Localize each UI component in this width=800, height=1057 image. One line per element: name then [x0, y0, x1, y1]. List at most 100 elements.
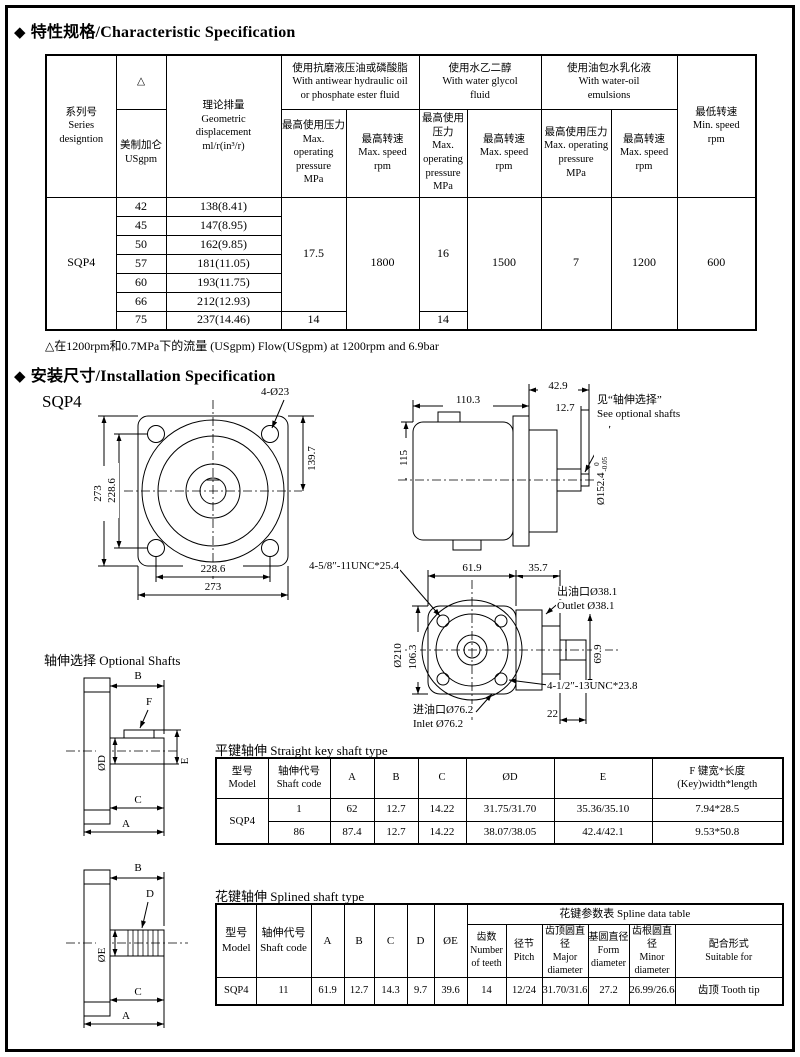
cell: 42.4/42.1 [553, 820, 653, 845]
col-header-series: 系列号 Series designtion [45, 54, 117, 198]
cell-series: SQP4 [45, 196, 117, 331]
cell: 12.7 [343, 976, 375, 1006]
cell-antiwear-pressure-last: 14 [280, 310, 347, 331]
shaft-dim-b: B [126, 670, 150, 683]
cell: 86 [267, 820, 331, 845]
outlet-label-cn: 出油口Ø38.1 [556, 586, 619, 599]
shaft-dim-a: A [116, 818, 136, 831]
model-label: SQP4 [42, 392, 82, 411]
col-header-d: D [406, 903, 435, 978]
col-header-dia-e: ØE [433, 903, 468, 978]
cell-glycol-pressure: 16 [418, 196, 468, 312]
col-header-a: A [310, 903, 345, 978]
cell-usgpm: 50 [115, 234, 167, 255]
cell-displacement: 147(8.95) [165, 215, 282, 236]
group-header-spline-data: 花键参数表 Spline data table [466, 903, 784, 925]
dim-228-6-bottom: 228.6 [183, 563, 243, 576]
col-header-speed: 最高转速 Max. speed rpm [466, 108, 542, 198]
cell: 12.7 [373, 797, 419, 822]
dim-139-7: 139.7 [306, 431, 319, 486]
group-header-antiwear: 使用抗磨液压油或磷酸脂 With antiwear hydraulic oil … [280, 54, 420, 110]
col-header-pressure: 最高使用压力 Max. operating pressure MPa [540, 108, 612, 198]
cell: 62 [329, 797, 375, 822]
section-header-characteristic: ◆特性规格/Characteristic Specification [14, 18, 296, 42]
cell-usgpm: 42 [115, 196, 167, 217]
col-header-shaft-code: 轴伸代号 Shaft code [255, 903, 312, 978]
col-header-usgpm: 美制加仑 USgpm [115, 108, 167, 198]
inlet-label-cn: 进油口Ø76.2 [412, 704, 475, 717]
dim-69-9: 69.9 [592, 634, 605, 674]
pilot-diameter-value: Ø152.4 [595, 472, 608, 506]
cell-glycol-speed: 1500 [466, 196, 542, 331]
cell-antiwear-speed: 1800 [345, 196, 420, 331]
cell: 7.94*28.5 [651, 797, 784, 822]
characteristic-spec-table: 系列号 Series designtion △ 理论排量 Geometric d… [45, 54, 758, 331]
cell: 14 [466, 976, 507, 1006]
cell-min-speed: 600 [676, 196, 757, 331]
col-header-teeth: 齿数 Number of teeth [466, 923, 507, 978]
inlet-label-en: Inlet Ø76.2 [412, 718, 465, 731]
col-header-model: 型号 Model [215, 757, 269, 799]
cell: 87.4 [329, 820, 375, 845]
dim-273-bottom: 273 [183, 581, 243, 594]
cell: 61.9 [310, 976, 345, 1006]
cell: 39.6 [433, 976, 468, 1006]
col-header-c: C [373, 903, 408, 978]
cell-displacement: 162(9.85) [165, 234, 282, 255]
dim-228-6-left: 228.6 [106, 463, 119, 518]
cell-usgpm: 75 [115, 310, 167, 331]
shaft-dim-d: ØD [96, 748, 109, 778]
col-header-b: B [373, 757, 419, 799]
cell-emulsion-speed: 1200 [610, 196, 678, 331]
cell-usgpm: 57 [115, 253, 167, 274]
pilot-diameter-tolerance: 0-0.05 [593, 457, 609, 472]
cell: 31.75/31.70 [465, 797, 555, 822]
col-header-major-dia: 齿顶圆直径 Major diameter [541, 923, 589, 978]
cell-antiwear-pressure: 17.5 [280, 196, 347, 312]
splined-shaft-drawing: B D ØE C A [48, 860, 218, 1050]
cell-displacement: 212(12.93) [165, 291, 282, 312]
cell-usgpm: 45 [115, 215, 167, 236]
col-header-minor-dia: 齿根圆直径 Minor diameter [628, 923, 676, 978]
front-view-drawing: 4-Ø23 139.7 273 228.6 228.6 273 [88, 386, 330, 616]
group-header-glycol: 使用水乙二醇 With water glycol fluid [418, 54, 542, 110]
cell: 齿顶 Tooth tip [674, 976, 784, 1006]
dim-273-left: 273 [92, 466, 105, 521]
cell: 31.70/31.67 [541, 976, 589, 1006]
dim-42-9: 42.9 [538, 380, 578, 393]
cell-usgpm: 60 [115, 272, 167, 293]
col-header-c: C [417, 757, 467, 799]
see-optional-shafts-cn: 见“轴伸选择” [596, 394, 663, 407]
col-header-suitable: 配合形式 Suitable for [674, 923, 784, 978]
col-header-pressure: 最高使用压力 Max. operating pressure MPa [418, 108, 468, 198]
keyed-shaft-svg [66, 677, 188, 836]
dim-unc-mounting: 4-5/8″-11UNC*25.4 [308, 560, 401, 573]
diamond-bullet-icon: ◆ [14, 25, 26, 41]
cell: 35.36/35.10 [553, 797, 653, 822]
cell: 26.99/26.64 [628, 976, 676, 1006]
col-header-dia-d: ØD [465, 757, 555, 799]
col-header-model: 型号 Model [215, 903, 257, 978]
dim-22: 22 [546, 708, 559, 721]
cell-model: SQP4 [215, 797, 269, 845]
cell-displacement: 193(11.75) [165, 272, 282, 293]
straight-key-shaft-table: 型号 Model 轴伸代号 Shaft code A B C ØD E F 键宽… [215, 757, 784, 845]
col-header-displacement: 理论排量 Geometric displacement ml/r(in³/r) [165, 54, 282, 198]
shaft-dim-c: C [128, 986, 148, 999]
col-header-speed: 最高转速 Max. speed rpm [345, 108, 420, 198]
cell: 12.7 [373, 820, 419, 845]
shaft-dim-e-dia: ØE [96, 940, 109, 970]
group-header-emulsion: 使用油包水乳化液 With water-oil emulsions [540, 54, 678, 110]
cell-glycol-pressure-last: 14 [418, 310, 468, 331]
dim-35-7: 35.7 [518, 562, 558, 575]
see-optional-shafts-en: See optional shafts [596, 408, 682, 421]
shaft-dim-b: B [126, 862, 150, 875]
outlet-label-en: Outlet Ø38.1 [556, 600, 616, 613]
col-header-a: A [329, 757, 375, 799]
dim-115: 115 [398, 438, 411, 478]
cell: 11 [255, 976, 312, 1006]
cell: 14.22 [417, 797, 467, 822]
shaft-dim-c: C [128, 794, 148, 807]
splined-shaft-table: 型号 Model 轴伸代号 Shaft code A B C D ØE 花键参数… [215, 903, 784, 1006]
